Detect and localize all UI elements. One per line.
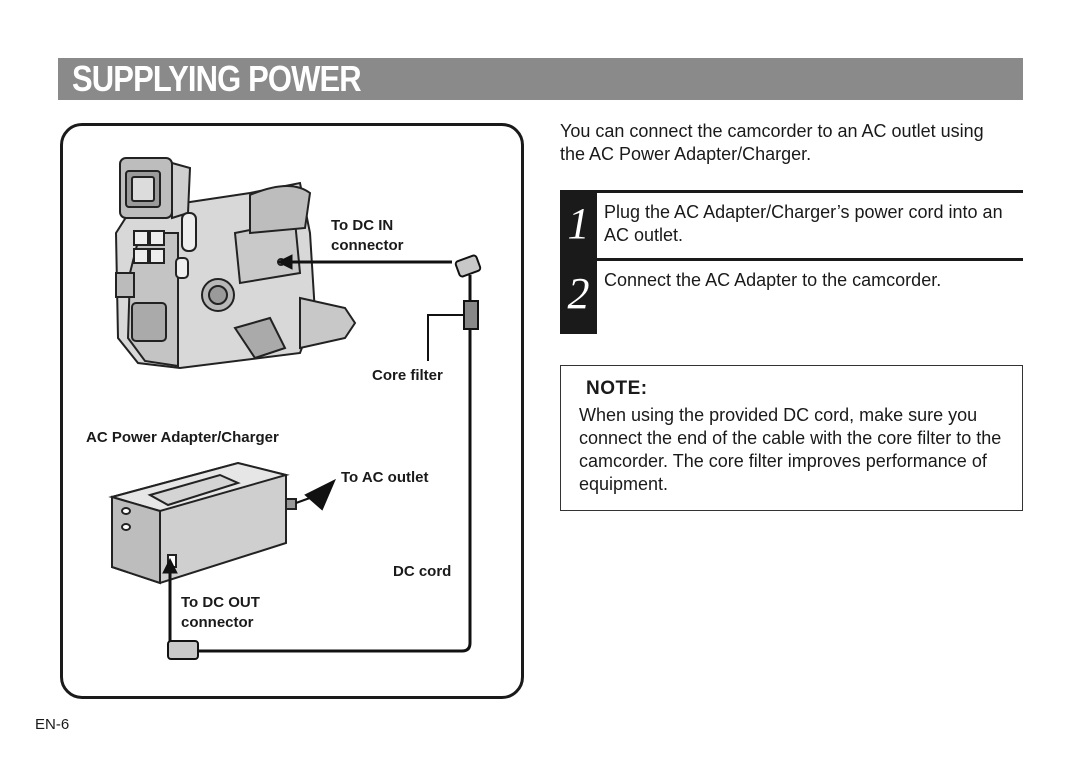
dc-out-plug — [167, 640, 199, 660]
ac-outlet-arrow — [295, 478, 336, 511]
dc-cord-cable — [198, 275, 472, 653]
page-number: EN-6 — [35, 716, 70, 733]
step-text: Connect the AC Adapter to the camcorder. — [604, 270, 942, 290]
note-body: When using the provided DC cord, make su… — [579, 405, 1002, 494]
ac-adapter-illustration — [108, 461, 297, 585]
step-1: 1 Plug the AC Adapter/Charger’s power co… — [560, 190, 1023, 258]
intro-paragraph: You can connect the camcorder to an AC o… — [560, 121, 984, 164]
label-to-dc-out: To DC OUT connector — [181, 593, 260, 633]
section-title: SUPPLYING POWER — [72, 58, 362, 99]
core-filter-leader — [427, 314, 464, 361]
step-number: 1 — [560, 190, 597, 258]
dc-in-arrow — [276, 254, 452, 270]
label-to-ac-outlet: To AC outlet — [341, 469, 429, 486]
step-number: 2 — [560, 258, 597, 334]
note-title: NOTE: — [586, 378, 648, 399]
step-rule — [597, 258, 1023, 261]
label-to-dc-in-text: To DC IN connector — [331, 217, 404, 254]
core-filter-illustration — [463, 300, 479, 330]
label-core-filter: Core filter — [372, 367, 443, 384]
label-ac-adapter: AC Power Adapter/Charger — [86, 429, 279, 446]
section-title-bar: SUPPLYING POWER — [58, 58, 1023, 100]
dc-in-plug — [454, 254, 482, 278]
camcorder-illustration — [114, 157, 357, 370]
label-to-dc-out-text: To DC OUT connector — [181, 594, 260, 631]
note-box: NOTE: When using the provided DC cord, m… — [560, 365, 1023, 511]
label-dc-cord: DC cord — [393, 563, 452, 580]
label-to-dc-in: To DC IN connector — [331, 216, 404, 256]
step-text: Plug the AC Adapter/Charger’s power cord… — [604, 202, 1003, 245]
connection-diagram — [108, 157, 482, 660]
step-2: 2 Connect the AC Adapter to the camcorde… — [560, 258, 1023, 334]
step-rule — [597, 190, 1023, 193]
dc-out-arrow — [162, 557, 178, 643]
